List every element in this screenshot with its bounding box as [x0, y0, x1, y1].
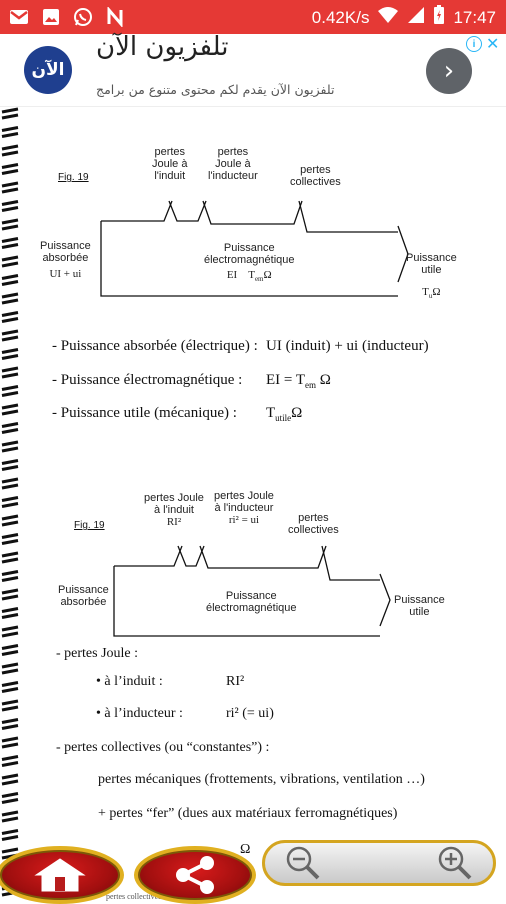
battery-icon — [433, 5, 445, 30]
zoom-in-button[interactable] — [437, 845, 473, 881]
home-button[interactable] — [0, 846, 124, 904]
n-app-icon — [104, 6, 126, 28]
formula-em-label: - Puissance électromagnétique : — [52, 372, 243, 388]
fig1-pertes-collectives: pertes collectives — [290, 164, 341, 188]
fig1-pertes-joule-induit: pertes Joule à l'induit — [152, 146, 188, 182]
induit-loss-label: • à l’induit : — [96, 674, 163, 689]
ad-info-icon[interactable]: i — [466, 36, 482, 52]
formula-utile-label: - Puissance utile (mécanique) : — [52, 405, 237, 421]
gallery-icon — [40, 6, 62, 28]
zoom-controls — [262, 840, 496, 886]
ad-banner[interactable]: الآن تلفزيون الآن تلفزيون الآن يقدم لكم … — [0, 32, 506, 107]
fig2-diagram — [113, 545, 391, 637]
gmail-icon — [8, 6, 30, 28]
share-icon — [176, 856, 214, 894]
fig1-pertes-joule-inducteur: pertes Joule à l'inducteur — [208, 146, 258, 182]
fig2-puissance-absorbee: Puissance absorbée — [58, 584, 109, 608]
share-button[interactable] — [134, 846, 256, 904]
mechanical-losses: pertes mécaniques (frottements, vibratio… — [98, 772, 425, 787]
formula-absorbee-label: - Puissance absorbée (électrique) : — [52, 338, 258, 354]
spiral-binding — [1, 107, 19, 897]
formula-em-value: EI = Tem Ω — [266, 372, 331, 390]
fig2-pertes-joule-inducteur: pertes Joule à l'inducteur ri² = ui — [214, 490, 274, 526]
fig2-puissance-em: Puissance électromagnétique — [206, 590, 297, 614]
formula-utile-value: TutileΩ — [266, 405, 303, 423]
status-bar: 0.42K/s 17:47 — [0, 0, 506, 34]
fig2-label: Fig. 19 — [74, 520, 105, 531]
ad-next-button[interactable]: › — [426, 48, 472, 94]
zoom-out-button[interactable] — [285, 845, 321, 881]
home-icon — [34, 858, 86, 892]
fig2-pertes-collectives: pertes collectives — [288, 512, 339, 536]
fig2-pertes-joule-induit: pertes Joule à l'induit RI² — [144, 492, 204, 528]
ad-description[interactable]: تلفزيون الآن يقدم لكم محتوى متنوع من برا… — [96, 82, 335, 97]
partial-bottom-text: pertes collectives — [106, 892, 162, 901]
inducteur-loss-label: • à l’inducteur : — [96, 706, 183, 721]
collective-losses-title: - pertes collectives (ou “constantes”) : — [56, 740, 270, 755]
fig1-puissance-absorbee: Puissance absorbée UI + ui — [40, 240, 91, 280]
ad-title[interactable]: تلفزيون الآن — [96, 32, 229, 62]
induit-loss-value: RI² — [226, 674, 245, 689]
clock: 17:47 — [453, 7, 496, 27]
zoom-in-icon — [438, 846, 472, 880]
fig1-label: Fig. 19 — [58, 172, 89, 183]
whatsapp-icon — [72, 6, 94, 28]
joule-losses-title: - pertes Joule : — [56, 646, 139, 661]
partial-omega: Ω — [240, 842, 251, 857]
fig2-puissance-utile: Puissance utile — [394, 594, 445, 618]
inducteur-loss-value: ri² (= ui) — [226, 706, 274, 721]
document-page[interactable]: Fig. 19 pertes Joule à l'induit pertes J… — [26, 106, 506, 901]
ad-logo[interactable]: الآن — [24, 46, 72, 94]
zoom-out-icon — [286, 846, 320, 880]
wifi-icon — [377, 6, 399, 29]
network-speed: 0.42K/s — [311, 7, 370, 27]
formula-absorbee-value: UI (induit) + ui (inducteur) — [266, 338, 429, 354]
fig1-puissance-em: Puissance électromagnétique EI TemΩ — [204, 242, 295, 284]
signal-icon — [407, 6, 425, 29]
fig1-puissance-utile: Puissance utile TuΩ — [406, 252, 457, 301]
bottom-toolbar — [0, 836, 506, 904]
ad-close-icon[interactable]: ✕ — [486, 36, 500, 53]
fig1-diagram — [100, 200, 409, 297]
iron-losses: + pertes “fer” (dues aux matériaux ferro… — [98, 806, 398, 821]
